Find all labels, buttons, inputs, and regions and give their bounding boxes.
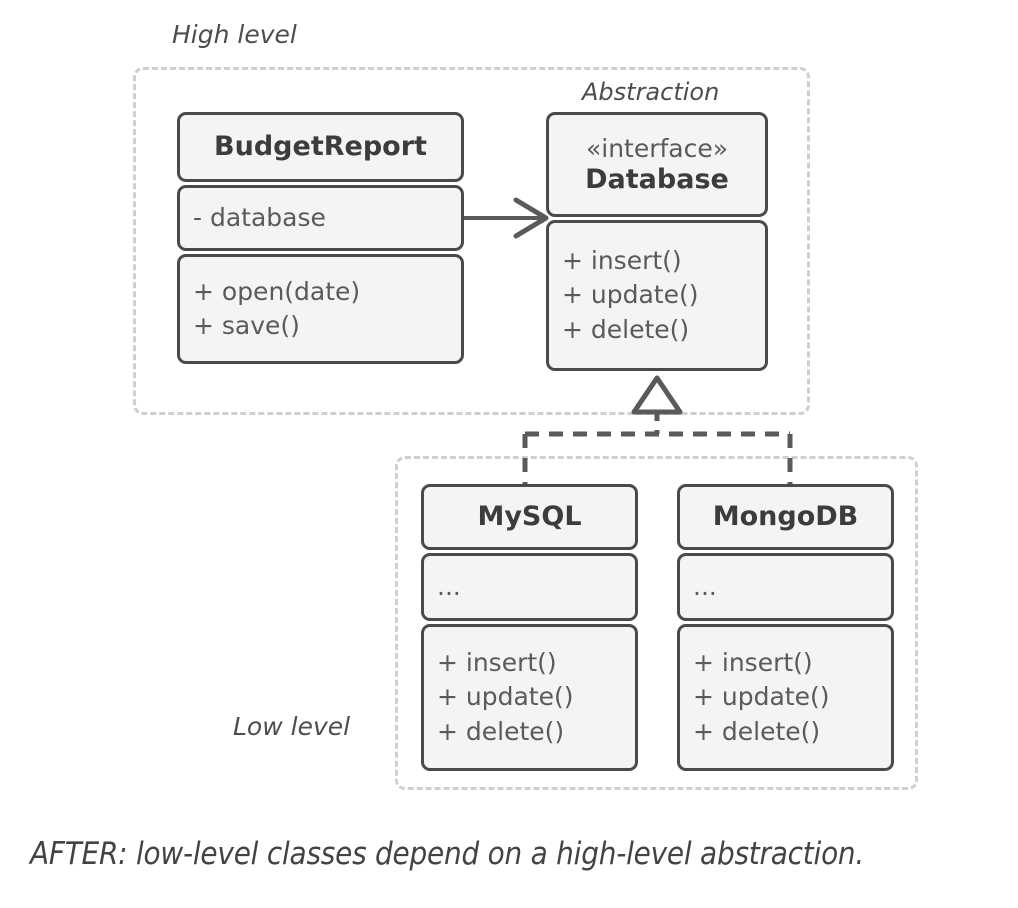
class-name: MySQL (477, 501, 582, 533)
class-budgetreport[interactable]: BudgetReport - database + open(date) + s… (177, 112, 464, 364)
label-abstraction: Abstraction (582, 78, 720, 106)
method-item: + update() (562, 280, 699, 310)
method-item: + delete() (693, 716, 821, 746)
class-database[interactable]: «interface» Database + insert() + update… (546, 112, 768, 371)
class-mongodb-methods: + insert() + update() + delete() (677, 624, 894, 771)
method-item: + insert() (437, 647, 557, 677)
group-high-level (133, 67, 810, 415)
class-mysql-fields: ... (421, 553, 638, 621)
method-item: + open(date) (193, 276, 361, 306)
field-item: ... (437, 571, 461, 601)
class-name: BudgetReport (214, 131, 427, 163)
class-stereotype: «interface» (585, 133, 729, 163)
method-item: + insert() (562, 245, 682, 275)
group-low-level (395, 456, 918, 790)
label-high-level: High level (172, 20, 297, 49)
class-name: MongoDB (712, 501, 859, 533)
class-mongodb[interactable]: MongoDB ... + insert() + update() + dele… (677, 484, 894, 771)
class-mysql[interactable]: MySQL ... + insert() + update() + delete… (421, 484, 638, 771)
class-budgetreport-title: BudgetReport (177, 112, 464, 182)
class-mongodb-fields: ... (677, 553, 894, 621)
method-item: + delete() (562, 314, 690, 344)
class-mysql-methods: + insert() + update() + delete() (421, 624, 638, 771)
class-database-methods: + insert() + update() + delete() (546, 220, 768, 371)
method-item: + update() (437, 682, 574, 712)
class-budgetreport-methods: + open(date) + save() (177, 254, 464, 364)
class-mongodb-title: MongoDB (677, 484, 894, 550)
method-item: + update() (693, 682, 830, 712)
class-budgetreport-fields: - database (177, 185, 464, 251)
field-item: ... (693, 571, 717, 601)
method-item: + insert() (693, 647, 813, 677)
class-name: Database (585, 163, 729, 195)
diagram-caption: AFTER: low-level classes depend on a hig… (30, 836, 865, 872)
class-database-title: «interface» Database (546, 112, 768, 217)
method-item: + save() (193, 311, 300, 340)
field-item: - database (193, 202, 326, 232)
method-item: + delete() (437, 716, 565, 746)
class-mysql-title: MySQL (421, 484, 638, 550)
label-low-level: Low level (233, 712, 351, 741)
